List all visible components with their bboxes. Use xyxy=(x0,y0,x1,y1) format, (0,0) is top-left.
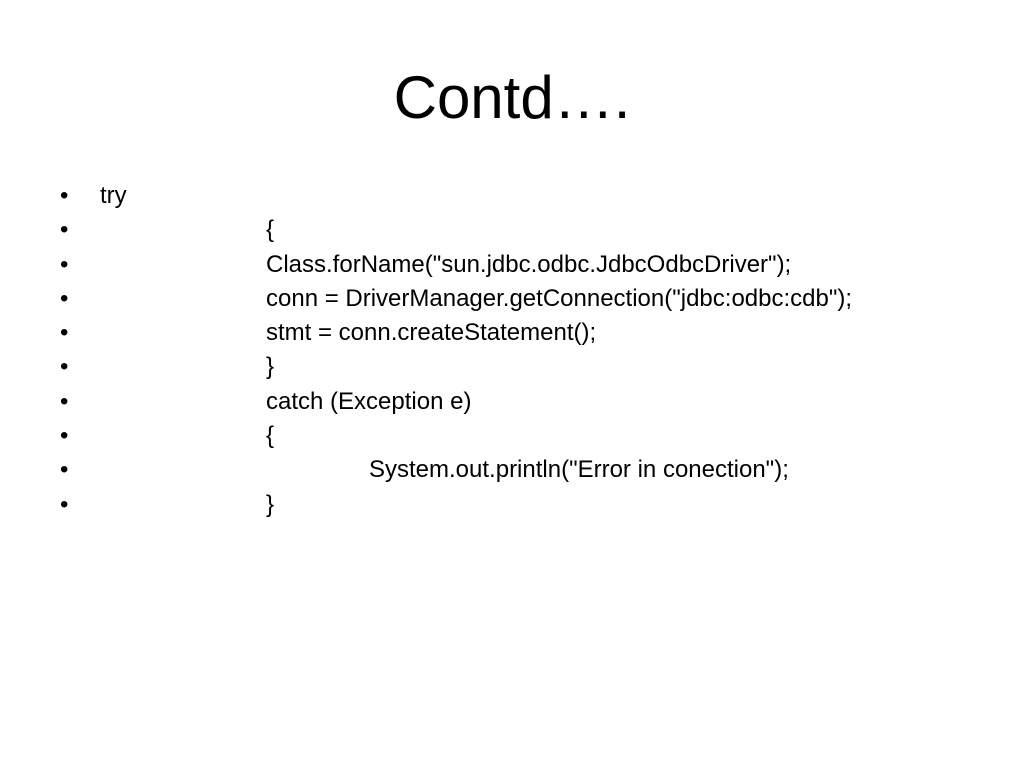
bullet-marker: • xyxy=(60,353,69,381)
bullet-item: • try xyxy=(0,179,1024,213)
code-line: Class.forName("sun.jdbc.odbc.JdbcOdbcDri… xyxy=(266,250,792,278)
bullet-item: • } xyxy=(0,350,1024,384)
code-line: { xyxy=(266,216,275,244)
bullet-marker: • xyxy=(60,319,69,347)
bullet-marker: • xyxy=(60,387,69,415)
bullet-marker: • xyxy=(60,456,69,484)
bullet-item: • System.out.println("Error in conection… xyxy=(0,453,1024,487)
bullet-item: • catch (Exception e) xyxy=(0,385,1024,419)
code-line: } xyxy=(266,490,275,518)
bullet-marker: • xyxy=(60,422,69,450)
code-line: try xyxy=(100,182,127,209)
code-line: conn = DriverManager.getConnection("jdbc… xyxy=(266,284,853,312)
bullet-item: • stmt = conn.createStatement(); xyxy=(0,316,1024,350)
bullet-marker: • xyxy=(60,250,69,278)
code-line: { xyxy=(266,422,275,450)
bullet-item: • Class.forName("sun.jdbc.odbc.JdbcOdbcD… xyxy=(0,248,1024,282)
bullet-marker: • xyxy=(60,284,69,312)
slide-title: Contd…. xyxy=(393,64,631,131)
code-line: stmt = conn.createStatement(); xyxy=(266,319,597,347)
bullet-marker: • xyxy=(60,216,69,244)
code-line: } xyxy=(266,353,275,381)
code-line: catch (Exception e) xyxy=(266,387,472,415)
bullet-marker: • xyxy=(60,490,69,518)
code-line: System.out.println("Error in conection")… xyxy=(369,456,789,484)
bullet-item: • } xyxy=(0,488,1024,522)
bullet-item: • { xyxy=(0,213,1024,247)
bullet-item: • conn = DriverManager.getConnection("jd… xyxy=(0,282,1024,316)
bullet-item: • { xyxy=(0,419,1024,453)
bullet-marker: • xyxy=(60,182,69,209)
bullet-list: • try • { • Class.forName("sun.jdbc.odbc… xyxy=(0,179,1024,522)
